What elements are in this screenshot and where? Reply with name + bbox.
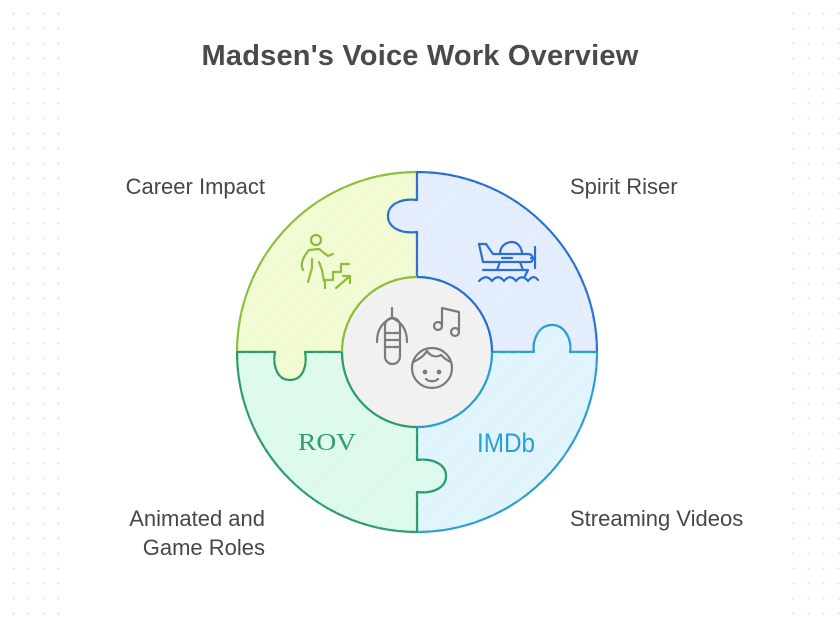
person-climbing-stairs-icon	[300, 233, 352, 290]
center-circle[interactable]	[340, 275, 494, 429]
rov-logo-icon: ROV	[298, 430, 357, 456]
label-spirit-riser: Spirit Riser	[570, 174, 678, 199]
label-career-impact: Career Impact	[125, 174, 265, 199]
label-line-2: Game Roles	[142, 535, 265, 560]
imdb-logo-icon: IMDb	[477, 428, 535, 458]
microphone-icon	[375, 306, 409, 366]
label-animated-game-roles: Animated and Game Roles	[60, 504, 265, 562]
child-face-icon	[410, 346, 454, 390]
piece-animated-game-roles[interactable]	[235, 350, 448, 534]
label-line-1: Animated and	[129, 506, 265, 531]
music-note-icon	[432, 306, 461, 338]
page-title: Madsen's Voice Work Overview	[201, 40, 639, 72]
seaplane-icon	[477, 240, 540, 283]
label-streaming-videos: Streaming Videos	[570, 506, 744, 531]
